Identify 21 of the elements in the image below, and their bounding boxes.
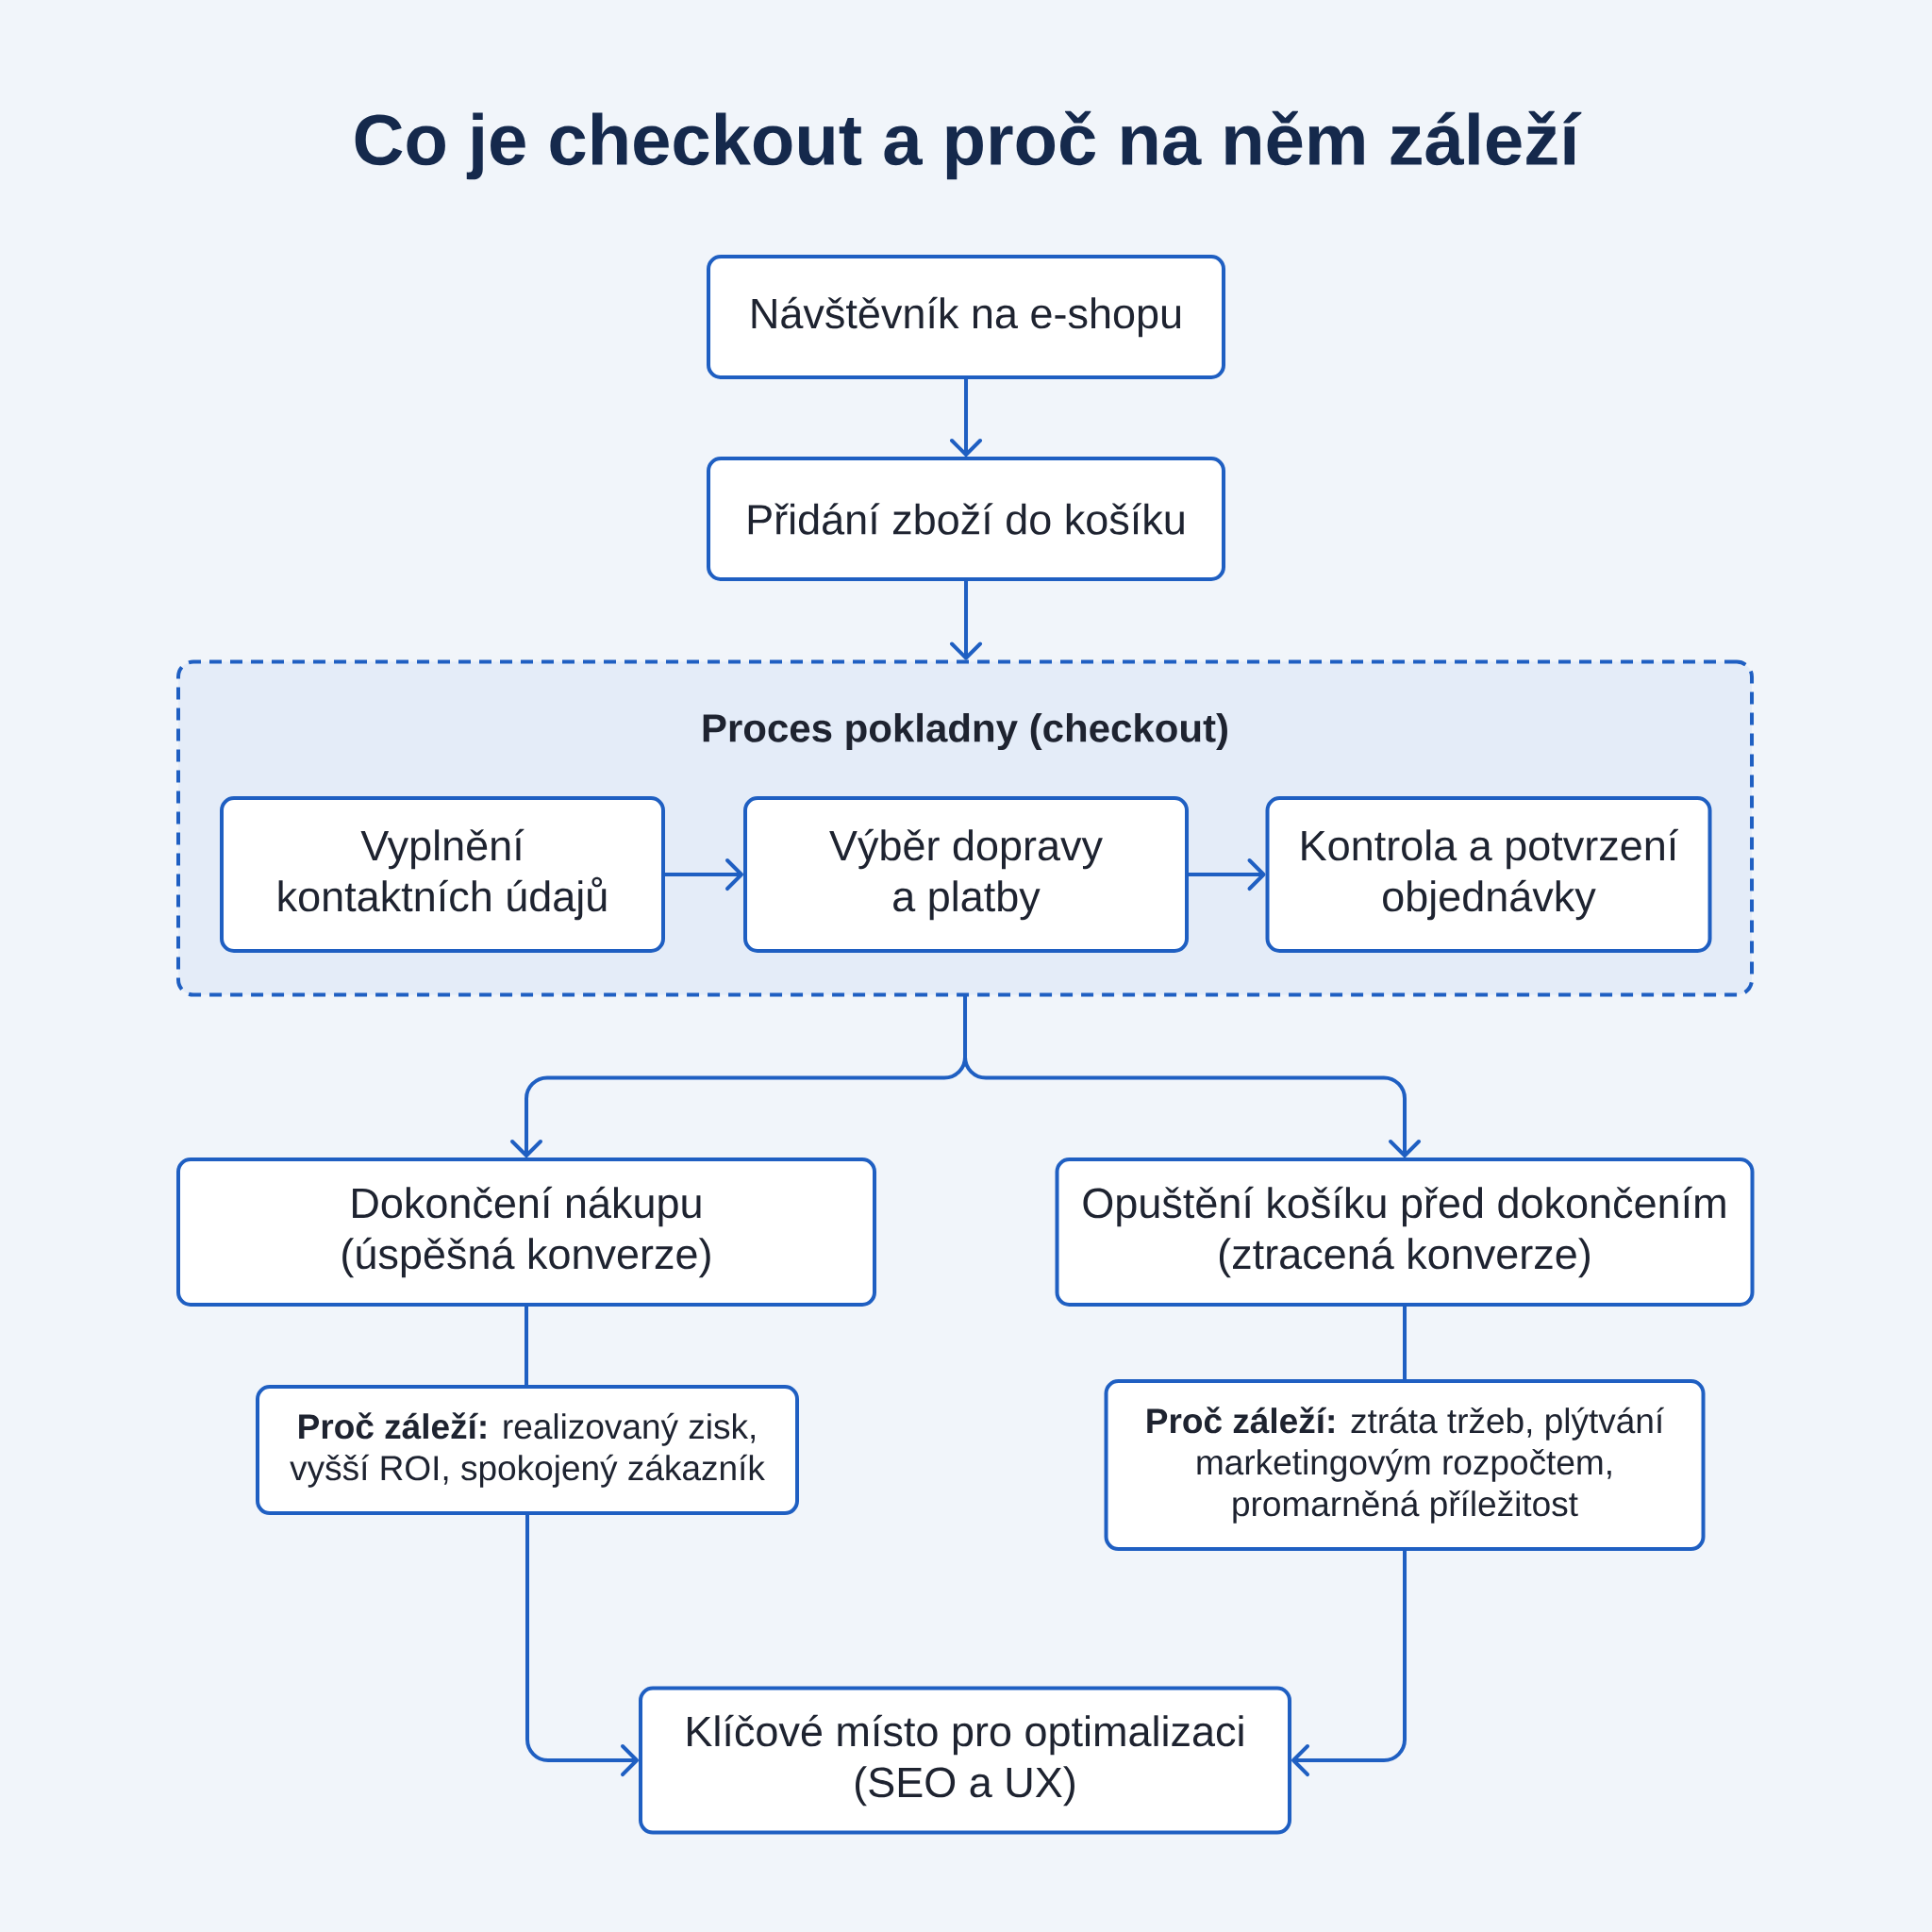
outcome-box: Dokončení nákupu (úspěšná konverze) [176, 1158, 876, 1307]
note-box: Proč záleží: realizovaný zisk, vyšší ROI, spokojený zákazník [256, 1385, 799, 1515]
step-box: Vyplnění kontaktních údajů [220, 796, 665, 953]
title: Co je checkout a proč na něm záleží [355, 110, 1582, 180]
arrow [950, 579, 982, 660]
outcome-box: Opuštění košíku před dokončením (ztracená konverze) [1055, 1158, 1755, 1307]
arrow [525, 1513, 639, 1776]
process-box: Návštěvník na e-shopu [707, 255, 1225, 379]
arrow [963, 994, 1421, 1158]
note-box: Proč záleží: ztráta tržeb, plýtvání marketingovým rozpočtem, promarněná příležitost [1104, 1379, 1706, 1551]
process-box: Přidání zboží do košíku [707, 457, 1225, 581]
connector-line [525, 1305, 528, 1387]
step-box: Výběr dopravy a platby [743, 796, 1189, 953]
arrow [1187, 858, 1266, 891]
group-heading: Proces pokladny (checkout) [703, 712, 1227, 751]
result-box: Klíčové místo pro optimalizaci (SEO a UX) [639, 1686, 1291, 1835]
arrow [1291, 1549, 1407, 1776]
arrow [663, 858, 743, 891]
step-box: Kontrola a potvrzení objednávky [1265, 796, 1712, 953]
arrow [950, 377, 982, 457]
connector-line [1403, 1305, 1407, 1381]
